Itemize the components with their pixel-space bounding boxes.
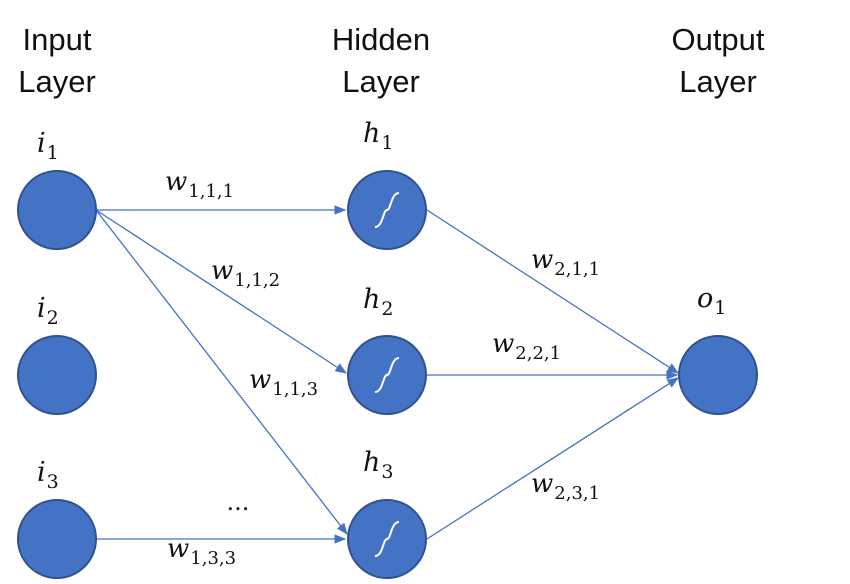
edge-i1-h2	[95, 209, 347, 374]
node-label-h2: h2	[363, 284, 393, 320]
node-label-i1: i1	[37, 128, 59, 164]
weight-label-w111: w1,1,1	[165, 167, 234, 202]
hidden-layer-title-line2: Layer	[342, 64, 420, 99]
weight-label-w113: w1,1,3	[249, 365, 318, 400]
edge-h3-o1	[426, 377, 679, 540]
sigmoid-icon	[374, 192, 400, 228]
input-neuron-1	[17, 170, 97, 250]
sigmoid-icon	[374, 521, 400, 557]
edge-i1-h3	[95, 209, 348, 535]
hidden-layer-title-line1: Hidden	[332, 22, 430, 57]
input-neuron-2	[17, 335, 97, 415]
weight-label-w231: w2,3,1	[531, 469, 600, 504]
output-layer-title-line2: Layer	[679, 64, 757, 99]
input-neuron-3	[17, 499, 97, 579]
sigmoid-icon	[374, 357, 400, 393]
node-label-o1: o1	[697, 283, 726, 319]
output-neuron-1	[678, 335, 758, 415]
input-layer-title-line2: Layer	[18, 64, 96, 99]
node-label-i2: i2	[37, 293, 59, 329]
edge-h1-o1	[426, 209, 679, 374]
weight-label-w133: w1,3,3	[167, 534, 236, 569]
input-layer-title-line1: Input	[23, 22, 92, 57]
output-layer-title-line1: Output	[671, 22, 764, 57]
weight-label-w221: w2,2,1	[492, 329, 561, 364]
node-label-i3: i3	[37, 457, 59, 493]
weight-label-w112: w1,1,2	[211, 256, 280, 291]
weight-label-w211: w2,1,1	[531, 245, 600, 280]
node-label-h3: h3	[363, 447, 393, 483]
ellipsis-label: ...	[227, 488, 250, 516]
node-label-h1: h1	[363, 118, 393, 154]
